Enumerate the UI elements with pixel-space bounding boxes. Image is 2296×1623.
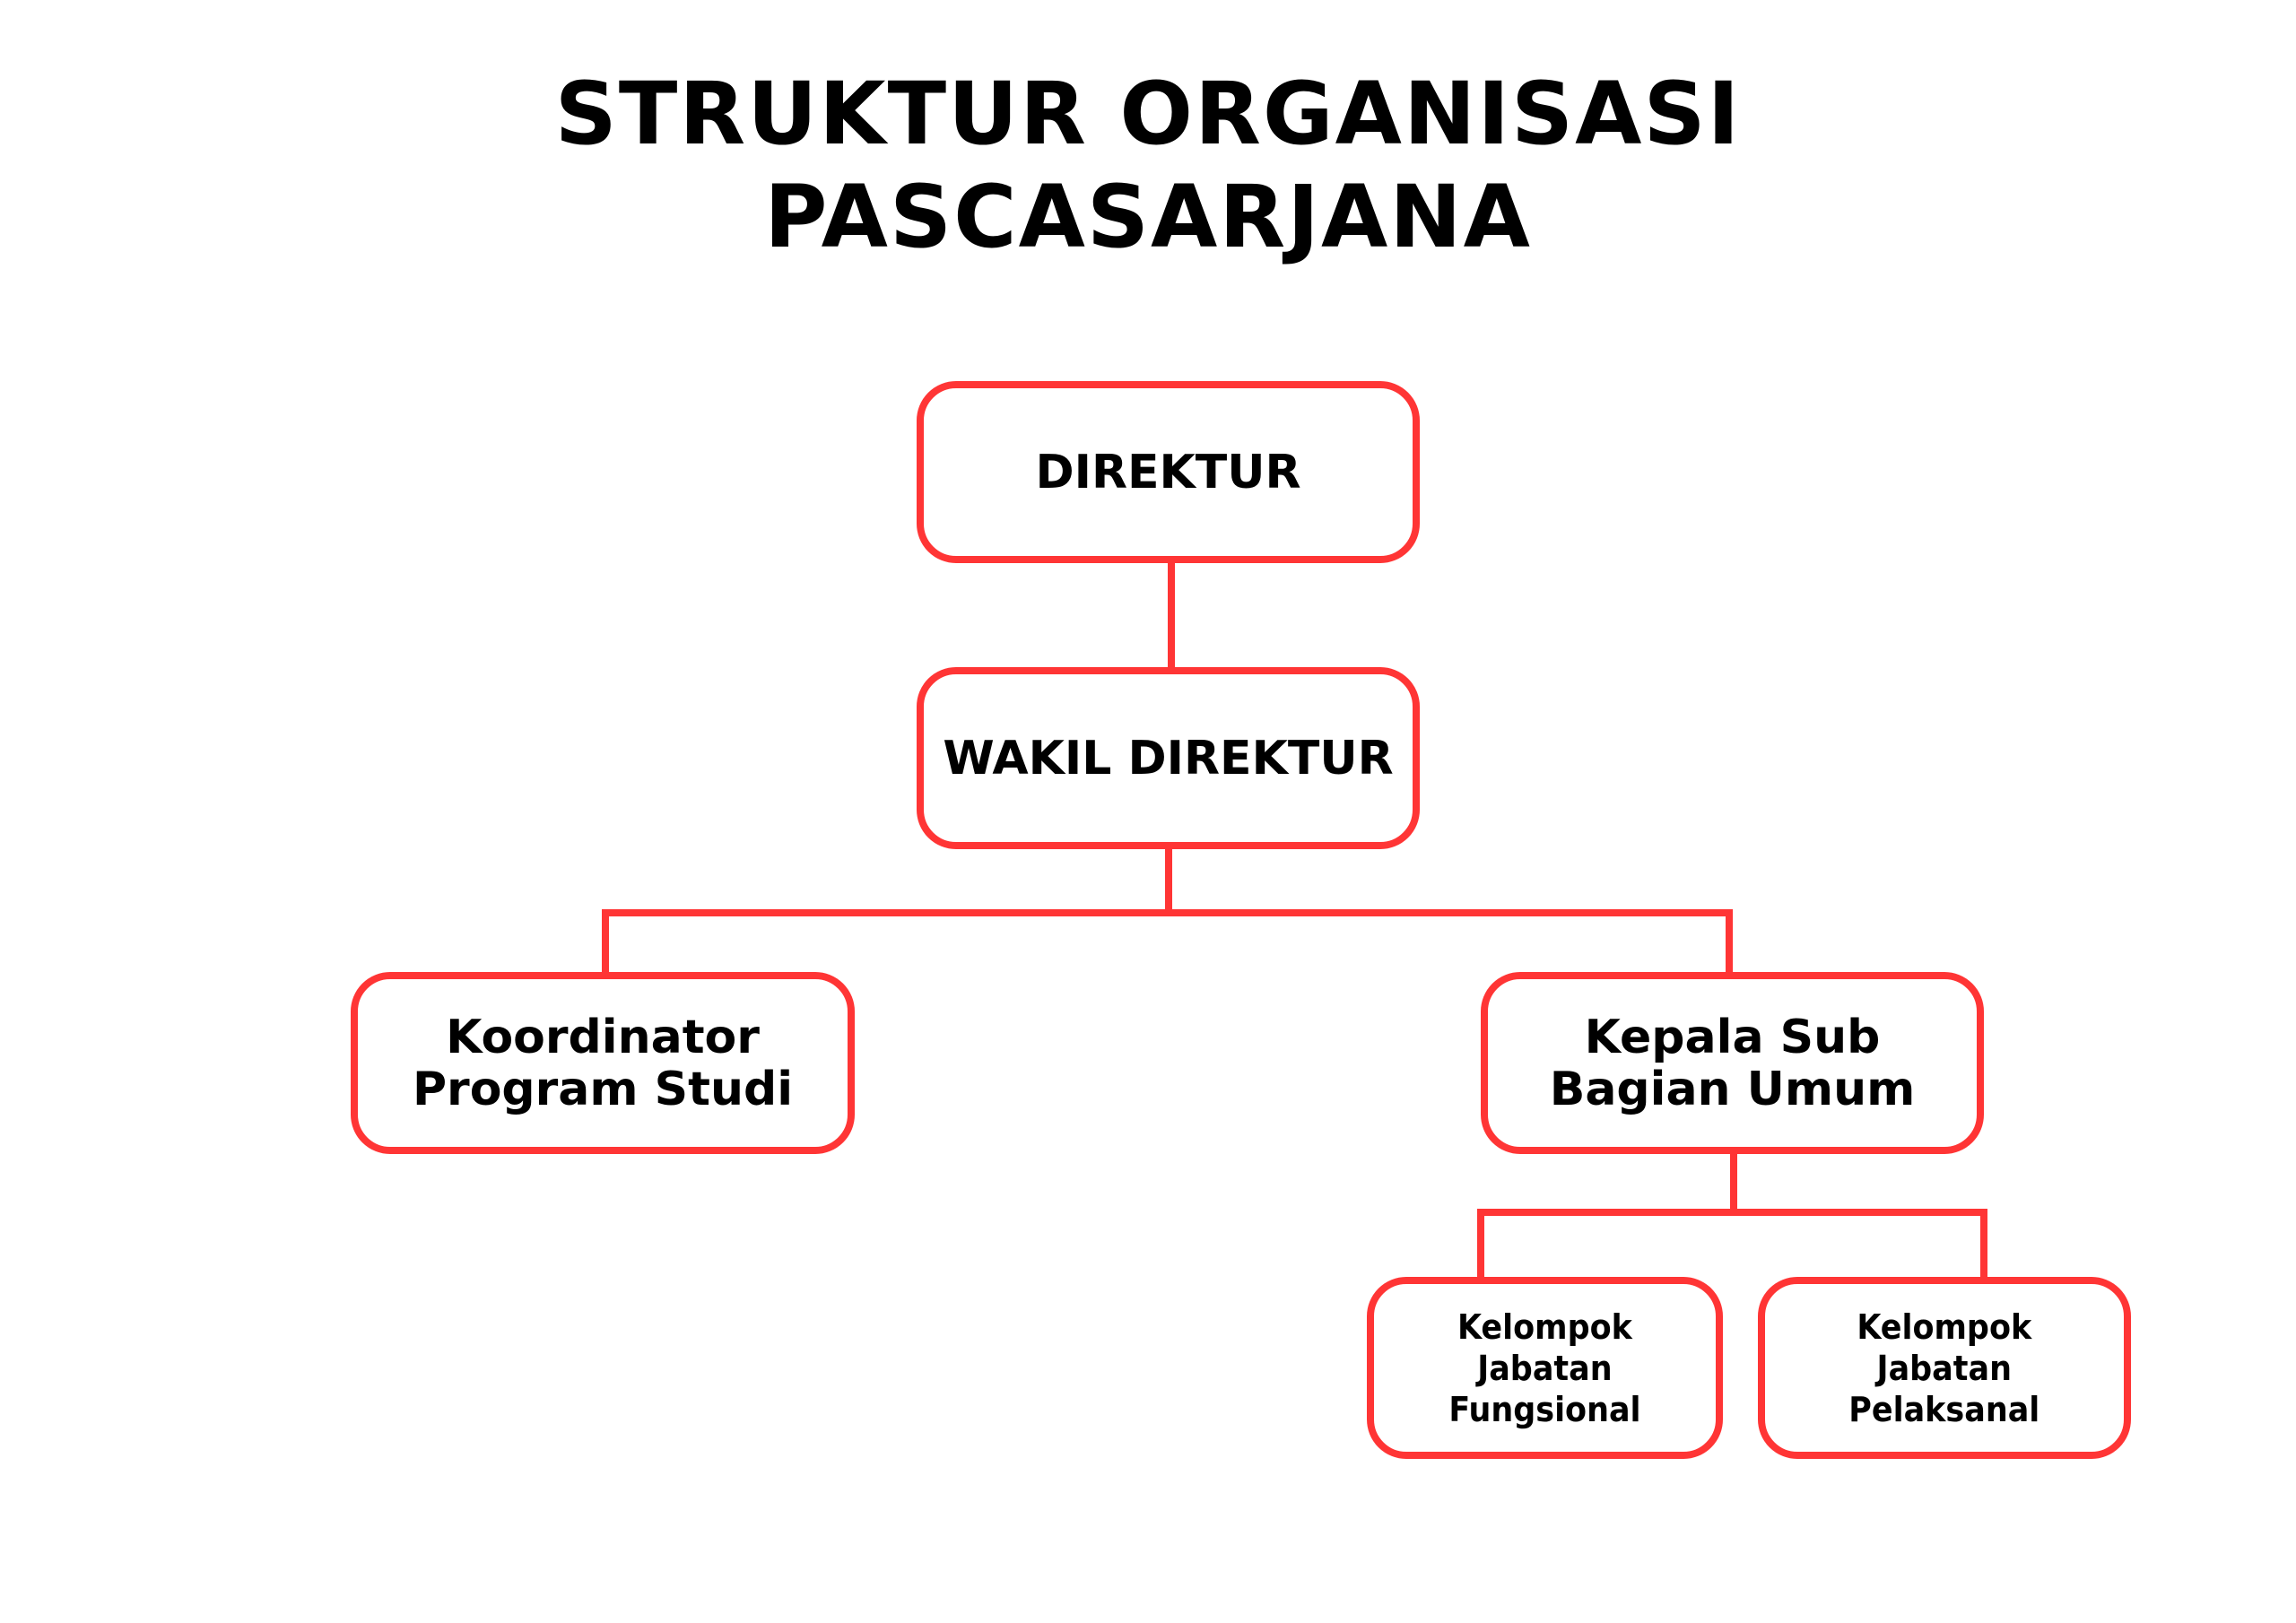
- node-kepala-sub-line-2: Bagian Umum: [1549, 1062, 1916, 1116]
- node-direktur: DIREKTUR: [917, 381, 1420, 563]
- node-wakil-direktur-label: WAKIL DIREKTUR: [943, 731, 1394, 785]
- connector-branch-kelompok: [1477, 1209, 1987, 1277]
- node-pelaksanal-line-3: Pelaksanal: [1848, 1389, 2040, 1429]
- node-pelaksanal-line-2: Jabatan: [1876, 1348, 2013, 1388]
- node-koordinator-line-1: Koordinator: [446, 1010, 760, 1064]
- chart-title-line-1: STRUKTUR ORGANISASI: [554, 64, 1742, 164]
- node-wakil-direktur: WAKIL DIREKTUR: [917, 667, 1420, 849]
- node-fungsional-line-2: Jabatan: [1477, 1348, 1613, 1388]
- connector-branch-left-right: [602, 909, 1733, 972]
- node-kelompok-jabatan-pelaksanal: Kelompok Jabatan Pelaksanal: [1758, 1277, 2131, 1459]
- node-koordinator-program-studi: Koordinator Program Studi: [351, 972, 855, 1154]
- node-direktur-label: DIREKTUR: [1035, 445, 1301, 499]
- node-kepala-sub-bagian-umum: Kepala Sub Bagian Umum: [1481, 972, 1984, 1154]
- node-kepala-sub-line-1: Kepala Sub: [1584, 1010, 1881, 1064]
- node-pelaksanal-line-1: Kelompok: [1857, 1306, 2032, 1347]
- node-fungsional-line-3: Fungsional: [1448, 1389, 1641, 1429]
- chart-title-line-2: PASCASARJANA: [764, 167, 1532, 267]
- node-kelompok-jabatan-fungsional: Kelompok Jabatan Fungsional: [1367, 1277, 1723, 1459]
- node-fungsional-line-1: Kelompok: [1457, 1306, 1632, 1347]
- node-koordinator-line-2: Program Studi: [412, 1062, 794, 1116]
